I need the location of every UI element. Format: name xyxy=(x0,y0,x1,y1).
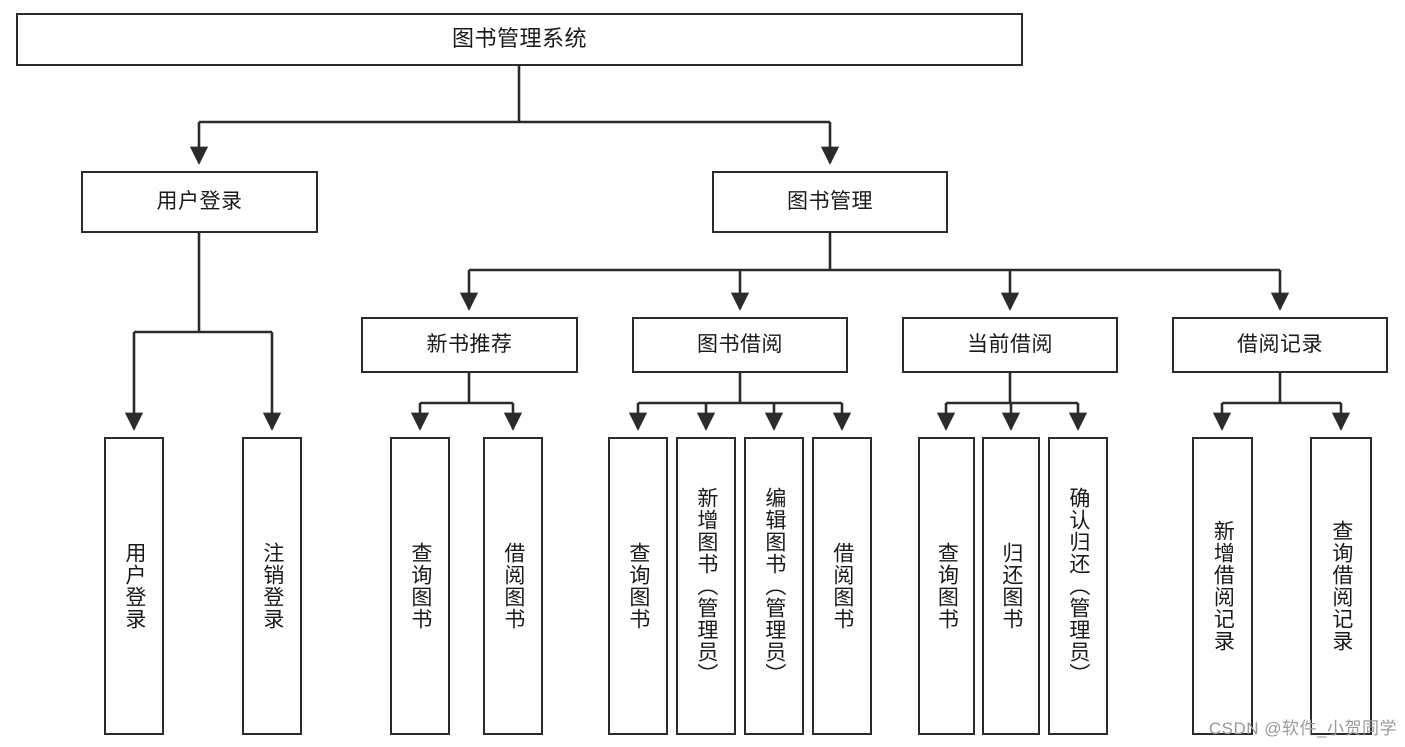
leaf-query-book-borrow-label: 查询图书 xyxy=(626,542,650,630)
leaf-return-book[interactable]: 归还图书 xyxy=(982,437,1040,735)
node-book-borrow-label: 图书借阅 xyxy=(697,333,783,357)
leaf-query-book-recommend-label: 查询图书 xyxy=(408,542,432,630)
node-new-book-recommend[interactable]: 新书推荐 xyxy=(361,317,578,373)
leaf-edit-book-admin-label: 编辑图书（管理员） xyxy=(762,487,786,685)
leaf-query-book-borrow[interactable]: 查询图书 xyxy=(608,437,668,735)
node-root-label: 图书管理系统 xyxy=(451,26,587,52)
node-book-borrow[interactable]: 图书借阅 xyxy=(632,317,848,373)
leaf-query-book-current[interactable]: 查询图书 xyxy=(918,437,975,735)
node-book-management-label: 图书管理 xyxy=(787,190,873,214)
node-current-borrow-label: 当前借阅 xyxy=(967,333,1053,357)
leaf-add-book-admin[interactable]: 新增图书（管理员） xyxy=(676,437,736,735)
leaf-edit-book-admin[interactable]: 编辑图书（管理员） xyxy=(744,437,804,735)
leaf-borrow-book[interactable]: 借阅图书 xyxy=(812,437,872,735)
leaf-borrow-book-recommend-label: 借阅图书 xyxy=(501,542,525,630)
node-root[interactable]: 图书管理系统 xyxy=(16,13,1023,66)
leaf-add-book-admin-label: 新增图书（管理员） xyxy=(694,487,718,685)
leaf-return-book-label: 归还图书 xyxy=(999,542,1023,630)
leaf-query-book-recommend[interactable]: 查询图书 xyxy=(390,437,450,735)
leaf-confirm-return-admin[interactable]: 确认归还（管理员） xyxy=(1048,437,1108,735)
leaf-add-borrow-record-label: 新增借阅记录 xyxy=(1211,520,1235,652)
node-user-login-label: 用户登录 xyxy=(156,190,243,214)
leaf-query-book-current-label: 查询图书 xyxy=(935,542,959,630)
leaf-borrow-book-recommend[interactable]: 借阅图书 xyxy=(483,437,543,735)
leaf-query-borrow-record-label: 查询借阅记录 xyxy=(1329,520,1353,652)
node-borrow-records-label: 借阅记录 xyxy=(1237,333,1323,357)
leaf-logout-label: 注销登录 xyxy=(260,542,284,630)
leaf-user-login-label: 用户登录 xyxy=(122,542,146,630)
node-user-login[interactable]: 用户登录 xyxy=(81,171,318,233)
node-new-book-recommend-label: 新书推荐 xyxy=(426,333,513,357)
leaf-borrow-book-label: 借阅图书 xyxy=(830,542,854,630)
node-book-management[interactable]: 图书管理 xyxy=(712,171,948,233)
leaf-confirm-return-admin-label: 确认归还（管理员） xyxy=(1066,487,1090,685)
leaf-user-login[interactable]: 用户登录 xyxy=(104,437,164,735)
node-borrow-records[interactable]: 借阅记录 xyxy=(1172,317,1388,373)
node-current-borrow[interactable]: 当前借阅 xyxy=(902,317,1118,373)
leaf-logout[interactable]: 注销登录 xyxy=(242,437,302,735)
watermark: CSDN @软件_小贺同学 xyxy=(1208,719,1397,738)
leaf-add-borrow-record[interactable]: 新增借阅记录 xyxy=(1192,437,1253,735)
leaf-query-borrow-record[interactable]: 查询借阅记录 xyxy=(1310,437,1372,735)
